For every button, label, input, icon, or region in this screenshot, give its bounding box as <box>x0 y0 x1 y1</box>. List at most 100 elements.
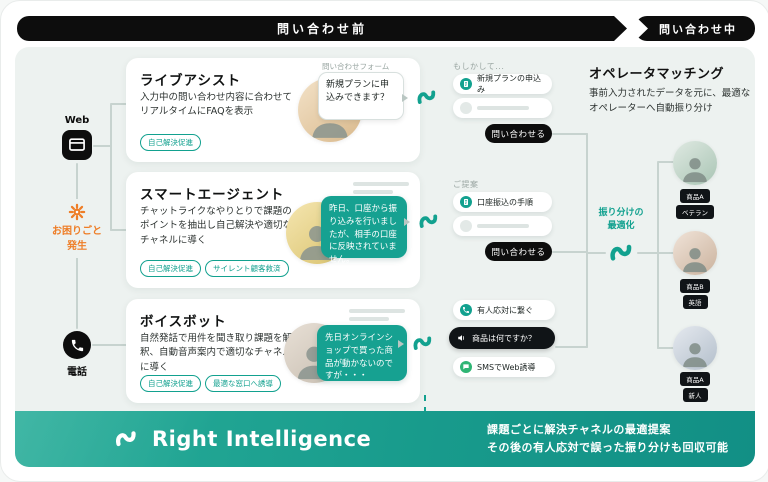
inquire-button-smart-agent[interactable]: 問い合わせる <box>485 242 552 261</box>
skeleton-bar <box>353 190 393 194</box>
person-silhouette <box>682 248 708 273</box>
operator-tag: ベテラン <box>676 205 714 219</box>
brand-name: Right Intelligence <box>152 427 372 451</box>
operator-matching-desc: 事前入力されたデータを元に、最適なオペレーターへ自動振り分け <box>589 88 751 114</box>
card-voice-bot-desc: 自然発話で用件を聞き取り課題を解釈、自動音声案内で適切なチャネルに導く <box>140 333 293 373</box>
routing-optimization-label-line1: 振り分けの <box>598 208 644 218</box>
spoken-inquiry-bubble: 先日オンラインショップで買った商品が動かないのですが・・・ <box>317 325 407 381</box>
operator-3-tags: 商品A 新人 <box>665 372 725 402</box>
web-device-icon <box>62 130 92 160</box>
skeleton-bar <box>477 106 529 110</box>
suggestion-item-skeleton <box>453 98 552 118</box>
web-channel-label: Web <box>64 115 90 126</box>
badge-silent-customer: サイレント顧客救済 <box>205 260 289 277</box>
speaker-icon <box>457 333 467 343</box>
suggestions-label: もしかして... <box>453 62 505 71</box>
customer-chat-bubble: 昨日、口座から振り込みを行いましたが、相手の口座に反映されていません。 <box>321 196 407 265</box>
connector-line <box>586 133 588 348</box>
stage-banner-before-inquiry: 問い合わせ前 <box>17 16 627 41</box>
trouble-occurs-block: お困りごと 発生 <box>47 199 107 258</box>
connector-line <box>637 252 674 254</box>
skeleton-bar <box>477 224 529 228</box>
card-smart-agent-title: スマートエージェント <box>140 187 285 203</box>
connector-line <box>657 161 674 163</box>
operator-tag: 商品A <box>680 372 710 386</box>
document-icon <box>460 78 472 90</box>
placeholder-icon <box>460 102 472 114</box>
card-live-assist-desc: 入力中の問い合わせ内容に合わせてリアルタイムにFAQを表示 <box>140 92 293 118</box>
card-voice-bot-title: ボイスボット <box>140 314 227 330</box>
connector-line <box>657 347 674 349</box>
badge-self-resolution: 自己解決促進 <box>140 134 201 151</box>
browser-glyph <box>69 138 85 151</box>
chat-skeleton <box>349 309 405 321</box>
operator-matching-title: オペレータマッチング <box>589 67 725 82</box>
badge-self-resolution: 自己解決促進 <box>140 375 201 392</box>
phone-glyph <box>71 339 83 351</box>
brand-footer: Right Intelligence 課題ごとに解決チャネルの最適提案 その後の… <box>15 411 755 467</box>
card-live-assist-title: ライブアシスト <box>140 73 241 89</box>
stage-before-label: 問い合わせ前 <box>276 22 367 36</box>
right-intelligence-logo-icon <box>111 424 141 454</box>
sms-icon <box>460 361 472 373</box>
connector-line <box>586 252 606 254</box>
proposal-label: ご提案 <box>453 180 479 189</box>
connector-line <box>555 346 588 348</box>
suggestion-item-new-plan[interactable]: 新規プランの申込み <box>453 74 552 94</box>
operator-photo-1 <box>673 141 717 185</box>
flow-arrow-icon <box>404 218 410 226</box>
inquiry-form-label: 問い合わせフォーム <box>322 62 390 71</box>
badge-best-contact-guide: 最適な窓口へ誘導 <box>205 375 281 392</box>
operator-2-tags: 商品B 英語 <box>665 279 725 309</box>
card-live-assist-badges: 自己解決促進 <box>140 134 201 151</box>
operator-tag: 商品B <box>680 279 710 293</box>
connector-line <box>92 344 128 346</box>
proposal-item-transfer-steps[interactable]: 口座振込の手順 <box>453 192 552 212</box>
card-smart-agent-badges: 自己解決促進 サイレント顧客救済 <box>140 260 289 277</box>
card-smart-agent: スマートエージェント チャットライクなやりとりで課題のポイントを抽出し自己解決や… <box>126 172 420 288</box>
brand-lockup: Right Intelligence <box>111 411 371 467</box>
connector-line <box>552 133 588 135</box>
flow-arrow-icon <box>402 94 408 102</box>
right-intelligence-logo-icon <box>409 330 436 361</box>
card-smart-agent-desc: チャットライクなやりとりで課題のポイントを抽出し自己解決や適切なチャネルに導く <box>140 206 293 246</box>
alert-gear-icon <box>68 203 86 221</box>
stage-banner-during-inquiry: 問い合わせ中 <box>635 16 755 41</box>
connector-line <box>657 162 659 349</box>
document-icon <box>460 196 472 208</box>
connector-line <box>93 145 111 147</box>
connector-line <box>110 103 128 105</box>
card-voice-bot: ボイスボット 自然発話で用件を聞き取り課題を解釈、自動音声案内で適切なチャネルに… <box>126 299 420 403</box>
trouble-label-line1: お困りごと <box>52 226 102 237</box>
right-intelligence-logo-icon <box>415 208 442 239</box>
operator-photo-2 <box>673 231 717 275</box>
connector-line <box>552 251 588 253</box>
stage-during-label: 問い合わせ中 <box>659 22 737 36</box>
operator-tag: 商品A <box>680 189 710 203</box>
trouble-label-line2: 発生 <box>67 240 87 252</box>
phone-icon <box>460 304 472 316</box>
footer-copy-line2: その後の有人応対で誤った振り分けも回収可能 <box>487 441 729 455</box>
footer-copy-line1: 課題ごとに解決チャネルの最適提案 <box>487 423 671 436</box>
chat-skeleton <box>353 182 409 194</box>
operator-tag: 新人 <box>682 388 708 402</box>
voice-bot-question-item: 商品は何ですか？ <box>449 327 555 349</box>
routing-optimization-label-line2: 最適化 <box>607 221 635 231</box>
connector-line <box>110 229 128 231</box>
proposal-item-label: 口座振込の手順 <box>477 197 533 207</box>
connector-line <box>110 104 112 231</box>
voice-route-human-item: 有人応対に繋ぐ <box>453 300 555 320</box>
skeleton-bar <box>353 182 409 186</box>
proposal-item-skeleton <box>453 216 552 236</box>
voice-route-sms-item: SMSでWeb誘導 <box>453 357 555 377</box>
right-intelligence-logo-icon <box>413 84 440 115</box>
inquire-button-live-assist[interactable]: 問い合わせる <box>485 124 552 143</box>
phone-channel-label: 電話 <box>67 367 87 378</box>
typed-inquiry-bubble: 新規プランに申込みできます？ <box>318 72 404 120</box>
phone-channel-icon <box>63 331 91 359</box>
placeholder-icon <box>460 220 472 232</box>
suggestion-item-label: 新規プランの申込み <box>477 74 541 94</box>
operator-1-tags: 商品A ベテラン <box>665 189 725 219</box>
skeleton-bar <box>349 317 389 321</box>
